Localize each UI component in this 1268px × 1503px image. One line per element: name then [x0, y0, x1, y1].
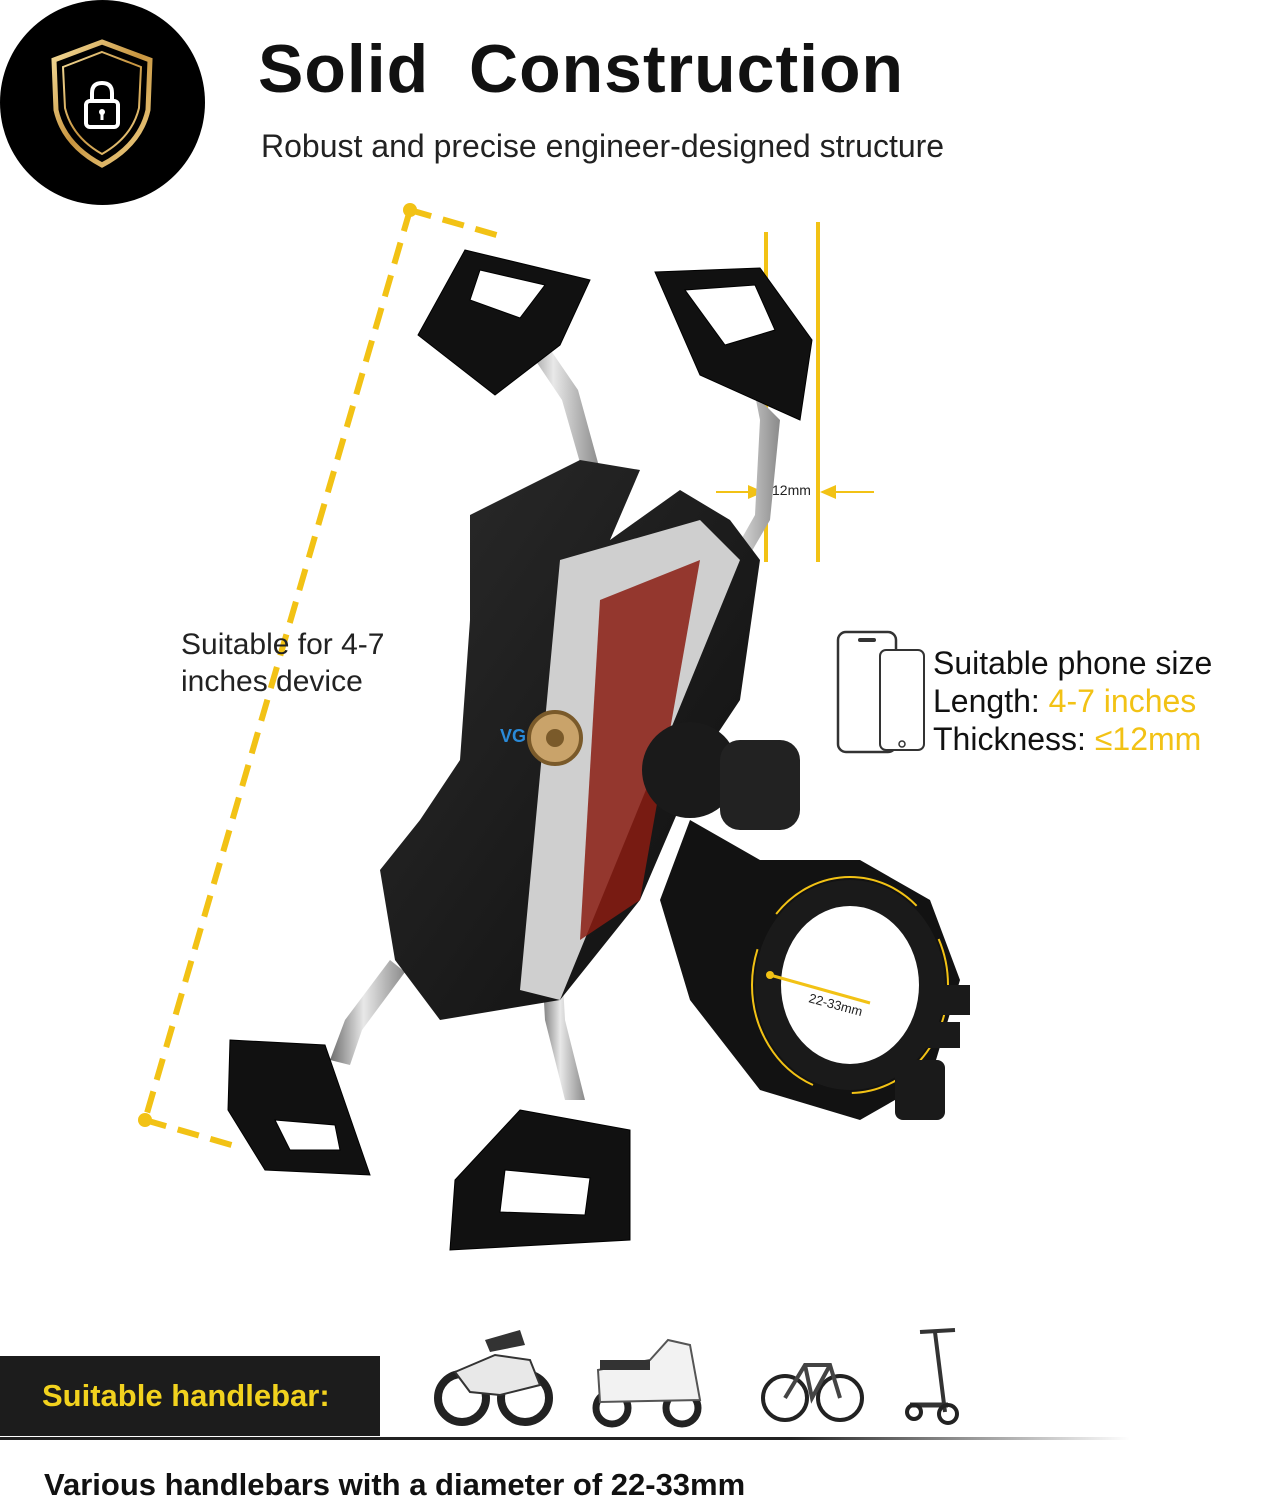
- handlebar-band: [0, 1356, 380, 1436]
- page-title: Solid Construction: [258, 31, 905, 107]
- page-subtitle: Robust and precise engineer-designed str…: [261, 128, 945, 164]
- thickness-value: ≤12mm: [1094, 721, 1202, 757]
- scooter-icon: [592, 1338, 702, 1428]
- phone-spec-heading: Suitable phone size: [933, 645, 1213, 681]
- phone-size-icon: [836, 630, 925, 754]
- corner-pads: [227, 249, 813, 1251]
- length-marker: [138, 203, 501, 1149]
- footer-divider: [0, 1437, 1130, 1440]
- device-size-line-2: inches device: [181, 665, 363, 698]
- handlebar-footer-text: Various handlebars with a diameter of 22…: [44, 1467, 746, 1502]
- svg-text:VG: VG: [500, 726, 526, 746]
- thickness-mark: 12mm: [772, 482, 811, 498]
- phone-spec-thickness: Thickness: ≤12mm: [933, 720, 1212, 758]
- handlebar-label: Suitable handlebar:: [42, 1378, 330, 1413]
- device-size-line-1: Suitable for 4-7: [181, 628, 385, 661]
- cradle-body: VG: [380, 460, 760, 1020]
- badge-circle: [0, 0, 205, 205]
- phone-spec-block: Suitable phone size Length: 4-7 inches T…: [933, 644, 1212, 758]
- length-label: Length:: [933, 683, 1049, 719]
- device-size-label: Suitable for 4-7 inches device: [181, 626, 441, 700]
- thickness-label: Thickness:: [933, 721, 1095, 757]
- length-value: 4-7 inches: [1048, 683, 1197, 719]
- phone-spec-length: Length: 4-7 inches: [933, 682, 1212, 720]
- bicycle-icon: [761, 1363, 864, 1422]
- shield-lock-icon: [51, 39, 153, 168]
- phone-holder-illustration: VG 22-33mm: [138, 203, 970, 1251]
- handlebar-clamp: [642, 722, 970, 1120]
